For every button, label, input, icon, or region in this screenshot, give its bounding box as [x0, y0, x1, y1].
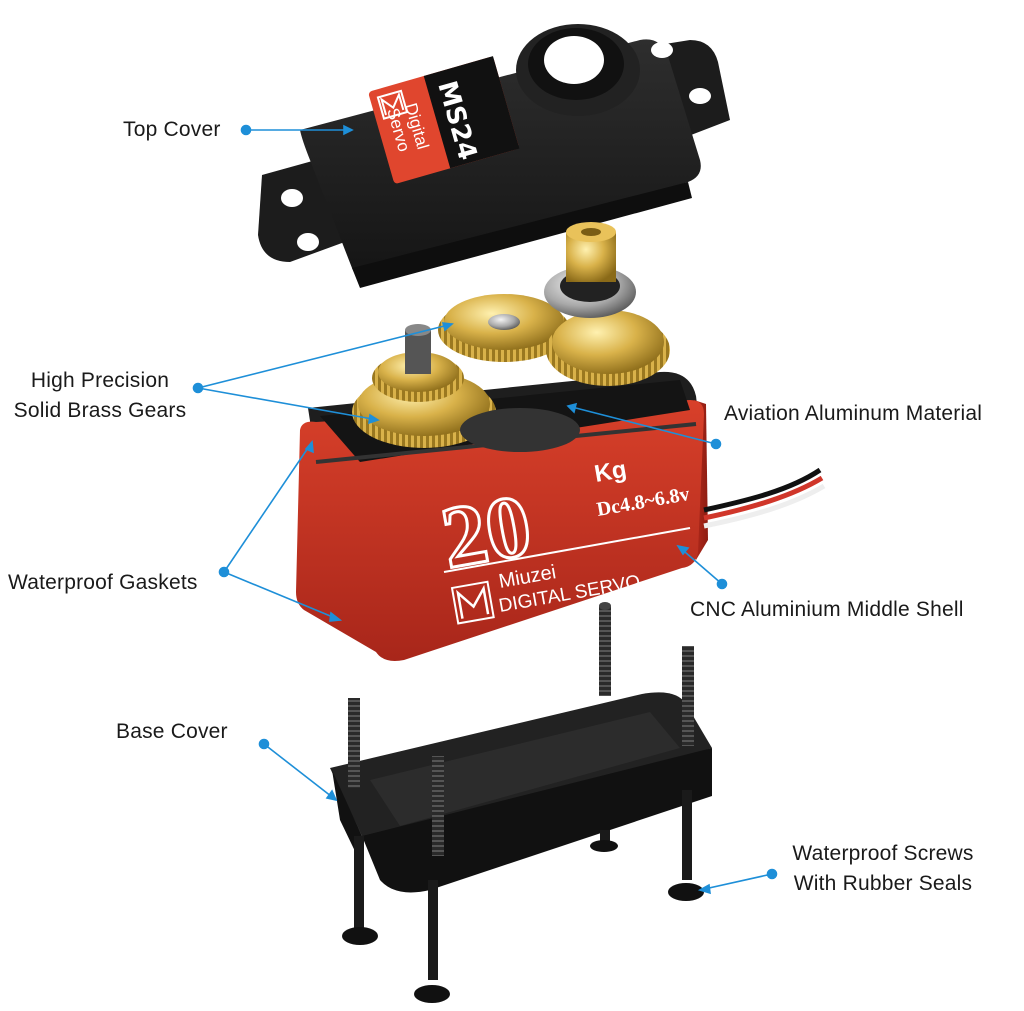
label-cnc-shell: CNC Aluminium Middle Shell — [690, 598, 964, 621]
label-brass-gears-line1: High Precision — [30, 369, 170, 392]
torque-unit: Kg — [592, 456, 628, 488]
label-aviation-aluminum: Aviation Aluminum Material — [724, 402, 983, 425]
servo-wires — [703, 467, 826, 529]
decal-divider — [443, 527, 691, 573]
top-cover-part — [258, 24, 730, 288]
label-top-cover: Top Cover — [123, 118, 221, 141]
label-brass-gears-line2: Solid Brass Gears — [13, 399, 187, 422]
brass-gear-set — [352, 222, 670, 452]
callout-lines — [192, 124, 778, 895]
label-base-cover: Base Cover — [116, 720, 228, 743]
label-screws-line2: With Rubber Seals — [793, 872, 973, 895]
miuzei-logo — [450, 580, 495, 625]
base-cover-part — [330, 692, 712, 893]
label-waterproof-gaskets: Waterproof Gaskets — [8, 571, 198, 594]
label-screws-line1: Waterproof Screws — [792, 842, 974, 865]
waterproof-screws — [342, 602, 704, 1003]
